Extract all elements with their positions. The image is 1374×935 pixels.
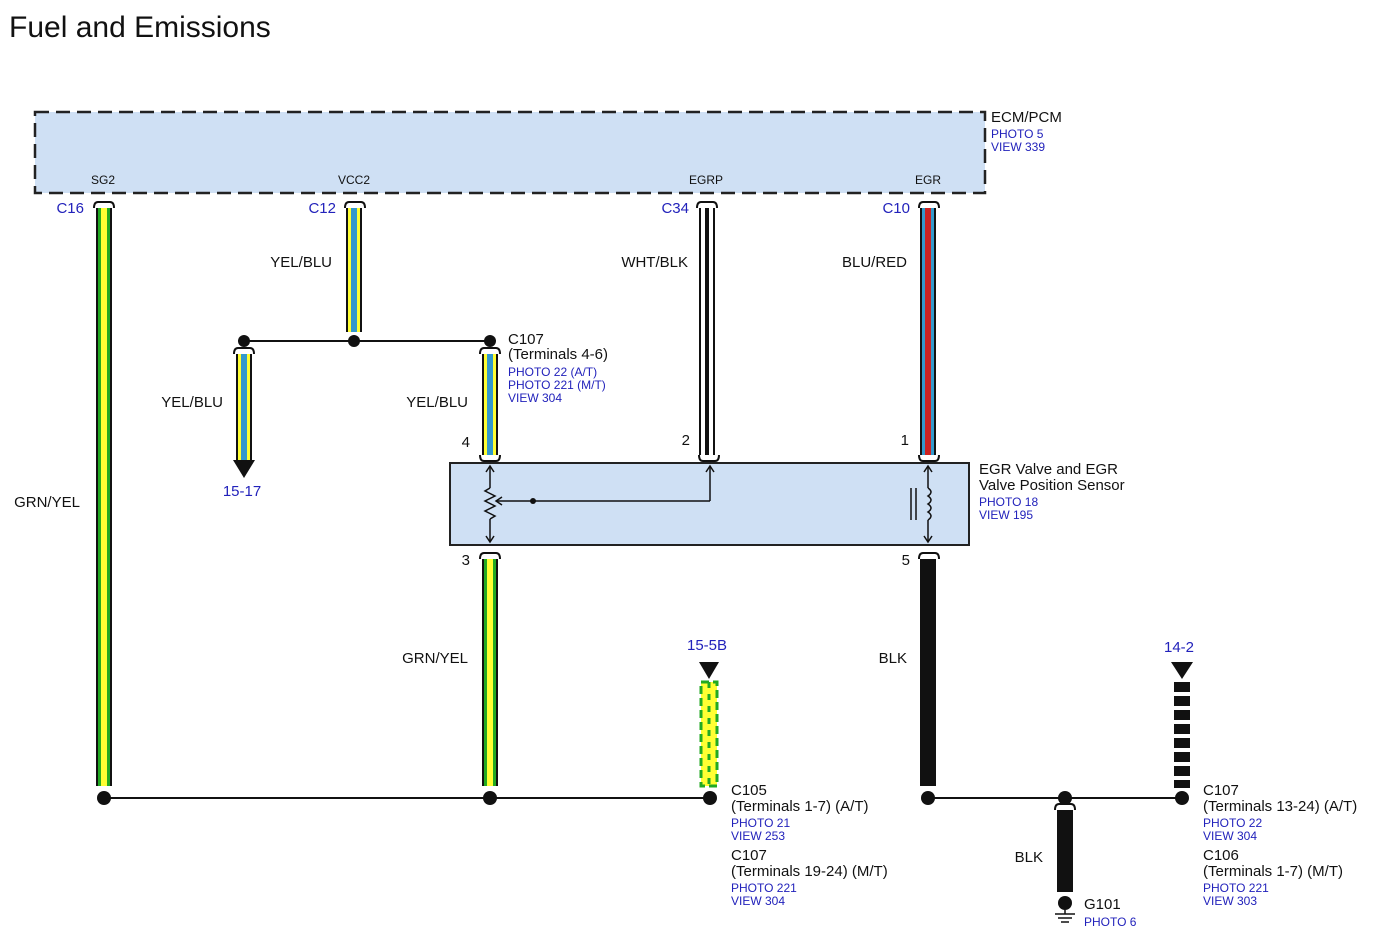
pin-caps	[93, 201, 940, 560]
wire-vcc2	[346, 208, 362, 332]
sensor-name-line2: Valve Position Sensor	[979, 477, 1125, 494]
sensor-pin-2: 2	[682, 432, 690, 449]
page-title: Fuel and Emissions	[9, 11, 271, 44]
c107-mt-photo[interactable]: PHOTO 221	[731, 881, 797, 895]
sensor-pin-3: 3	[462, 552, 470, 569]
ground-photo[interactable]: PHOTO 6	[1084, 915, 1137, 929]
wire-label-vcc2-branch: YEL/BLU	[161, 394, 223, 411]
wire-label-ground: BLK	[1015, 849, 1043, 866]
c107-mt-terminals: (Terminals 19-24) (M/T)	[731, 863, 888, 880]
connector-c10: C10	[882, 200, 910, 217]
wire-vcc2-sensor	[482, 354, 498, 455]
ref-arrow-15-5b	[699, 662, 719, 679]
sensor-pin-4: 4	[462, 434, 470, 451]
splice-point	[1175, 791, 1189, 805]
wire-sensor-blk	[920, 559, 936, 786]
wire-label-vcc2: YEL/BLU	[270, 254, 332, 271]
splice-point	[1058, 791, 1072, 805]
splice-point	[483, 791, 497, 805]
wire-label-sg2: GRN/YEL	[14, 494, 80, 511]
ground-icon	[1055, 910, 1075, 923]
wiper-junction	[530, 498, 536, 504]
c107-top-terminals: (Terminals 4-6)	[508, 346, 608, 363]
pin-name-egrp: EGRP	[689, 173, 723, 187]
ref-arrow-14-2	[1171, 662, 1193, 679]
c105-view[interactable]: VIEW 253	[731, 829, 785, 843]
connector-c34: C34	[661, 200, 689, 217]
reference-14-2[interactable]: 14-2	[1164, 639, 1194, 656]
wire-label-vcc2-sensor: YEL/BLU	[406, 394, 468, 411]
solenoid-symbol	[910, 464, 933, 544]
c105-name: C105	[731, 782, 767, 799]
ecm-name: ECM/PCM	[991, 109, 1062, 126]
pin-name-vcc2: VCC2	[338, 173, 370, 187]
c107-at-photo[interactable]: PHOTO 22	[1203, 816, 1262, 830]
splice-point	[484, 335, 496, 347]
sensor-view-link[interactable]: VIEW 195	[979, 508, 1033, 522]
pin-name-egr: EGR	[915, 173, 941, 187]
wire-label-sensor-gnd: GRN/YEL	[402, 650, 468, 667]
c107-at-terminals: (Terminals 13-24) (A/T)	[1203, 798, 1357, 815]
reference-15-17[interactable]: 15-17	[223, 483, 261, 500]
wire-label-egr: BLU/RED	[842, 254, 907, 271]
wire-dashed-grn-yel	[699, 680, 719, 788]
ecm-view-link[interactable]: VIEW 339	[991, 140, 1045, 154]
c106-photo[interactable]: PHOTO 221	[1203, 881, 1269, 895]
ground-terminal	[1058, 896, 1072, 910]
c107-top-name: C107	[508, 331, 544, 348]
c106-name: C106	[1203, 847, 1239, 864]
c107-mt-view[interactable]: VIEW 304	[731, 894, 785, 908]
ecm-module-box	[33, 110, 987, 195]
c105-photo[interactable]: PHOTO 21	[731, 816, 790, 830]
wire-label-egrp: WHT/BLK	[621, 254, 688, 271]
c106-view[interactable]: VIEW 303	[1203, 894, 1257, 908]
wire-sg2	[96, 208, 112, 786]
c107-top-view[interactable]: VIEW 304	[508, 391, 562, 405]
splice-point	[348, 335, 360, 347]
sensor-pin-5: 5	[902, 552, 910, 569]
c107-at-name: C107	[1203, 782, 1239, 799]
splice-point	[97, 791, 111, 805]
splice-point	[921, 791, 935, 805]
sensor-name-line1: EGR Valve and EGR	[979, 461, 1118, 478]
wire-sensor-gnd	[482, 559, 498, 786]
c107-top-photo-mt[interactable]: PHOTO 221 (M/T)	[508, 378, 606, 392]
c107-at-view[interactable]: VIEW 304	[1203, 829, 1257, 843]
reference-15-5b[interactable]: 15-5B	[687, 637, 727, 654]
c107-top-photo-at[interactable]: PHOTO 22 (A/T)	[508, 365, 597, 379]
wire-label-sensor-blk: BLK	[879, 650, 907, 667]
sensor-pin-1: 1	[901, 432, 909, 449]
c107-mt-name: C107	[731, 847, 767, 864]
wire-egr	[920, 208, 936, 455]
potentiometer-symbol	[483, 464, 715, 544]
connector-c12: C12	[308, 200, 336, 217]
c106-terminals: (Terminals 1-7) (M/T)	[1203, 863, 1343, 880]
wire-vcc2-branch	[233, 354, 255, 478]
ground-pin-cap	[1054, 803, 1076, 811]
splice-point	[703, 791, 717, 805]
pin-name-sg2: SG2	[91, 173, 115, 187]
c105-terminals: (Terminals 1-7) (A/T)	[731, 798, 869, 815]
ground-name: G101	[1084, 896, 1121, 913]
connector-c16: C16	[56, 200, 84, 217]
ecm-photo-link[interactable]: PHOTO 5	[991, 127, 1044, 141]
splice-point	[238, 335, 250, 347]
wire-ground	[1057, 810, 1073, 892]
wire-egrp	[699, 208, 715, 455]
sensor-photo-link[interactable]: PHOTO 18	[979, 495, 1038, 509]
